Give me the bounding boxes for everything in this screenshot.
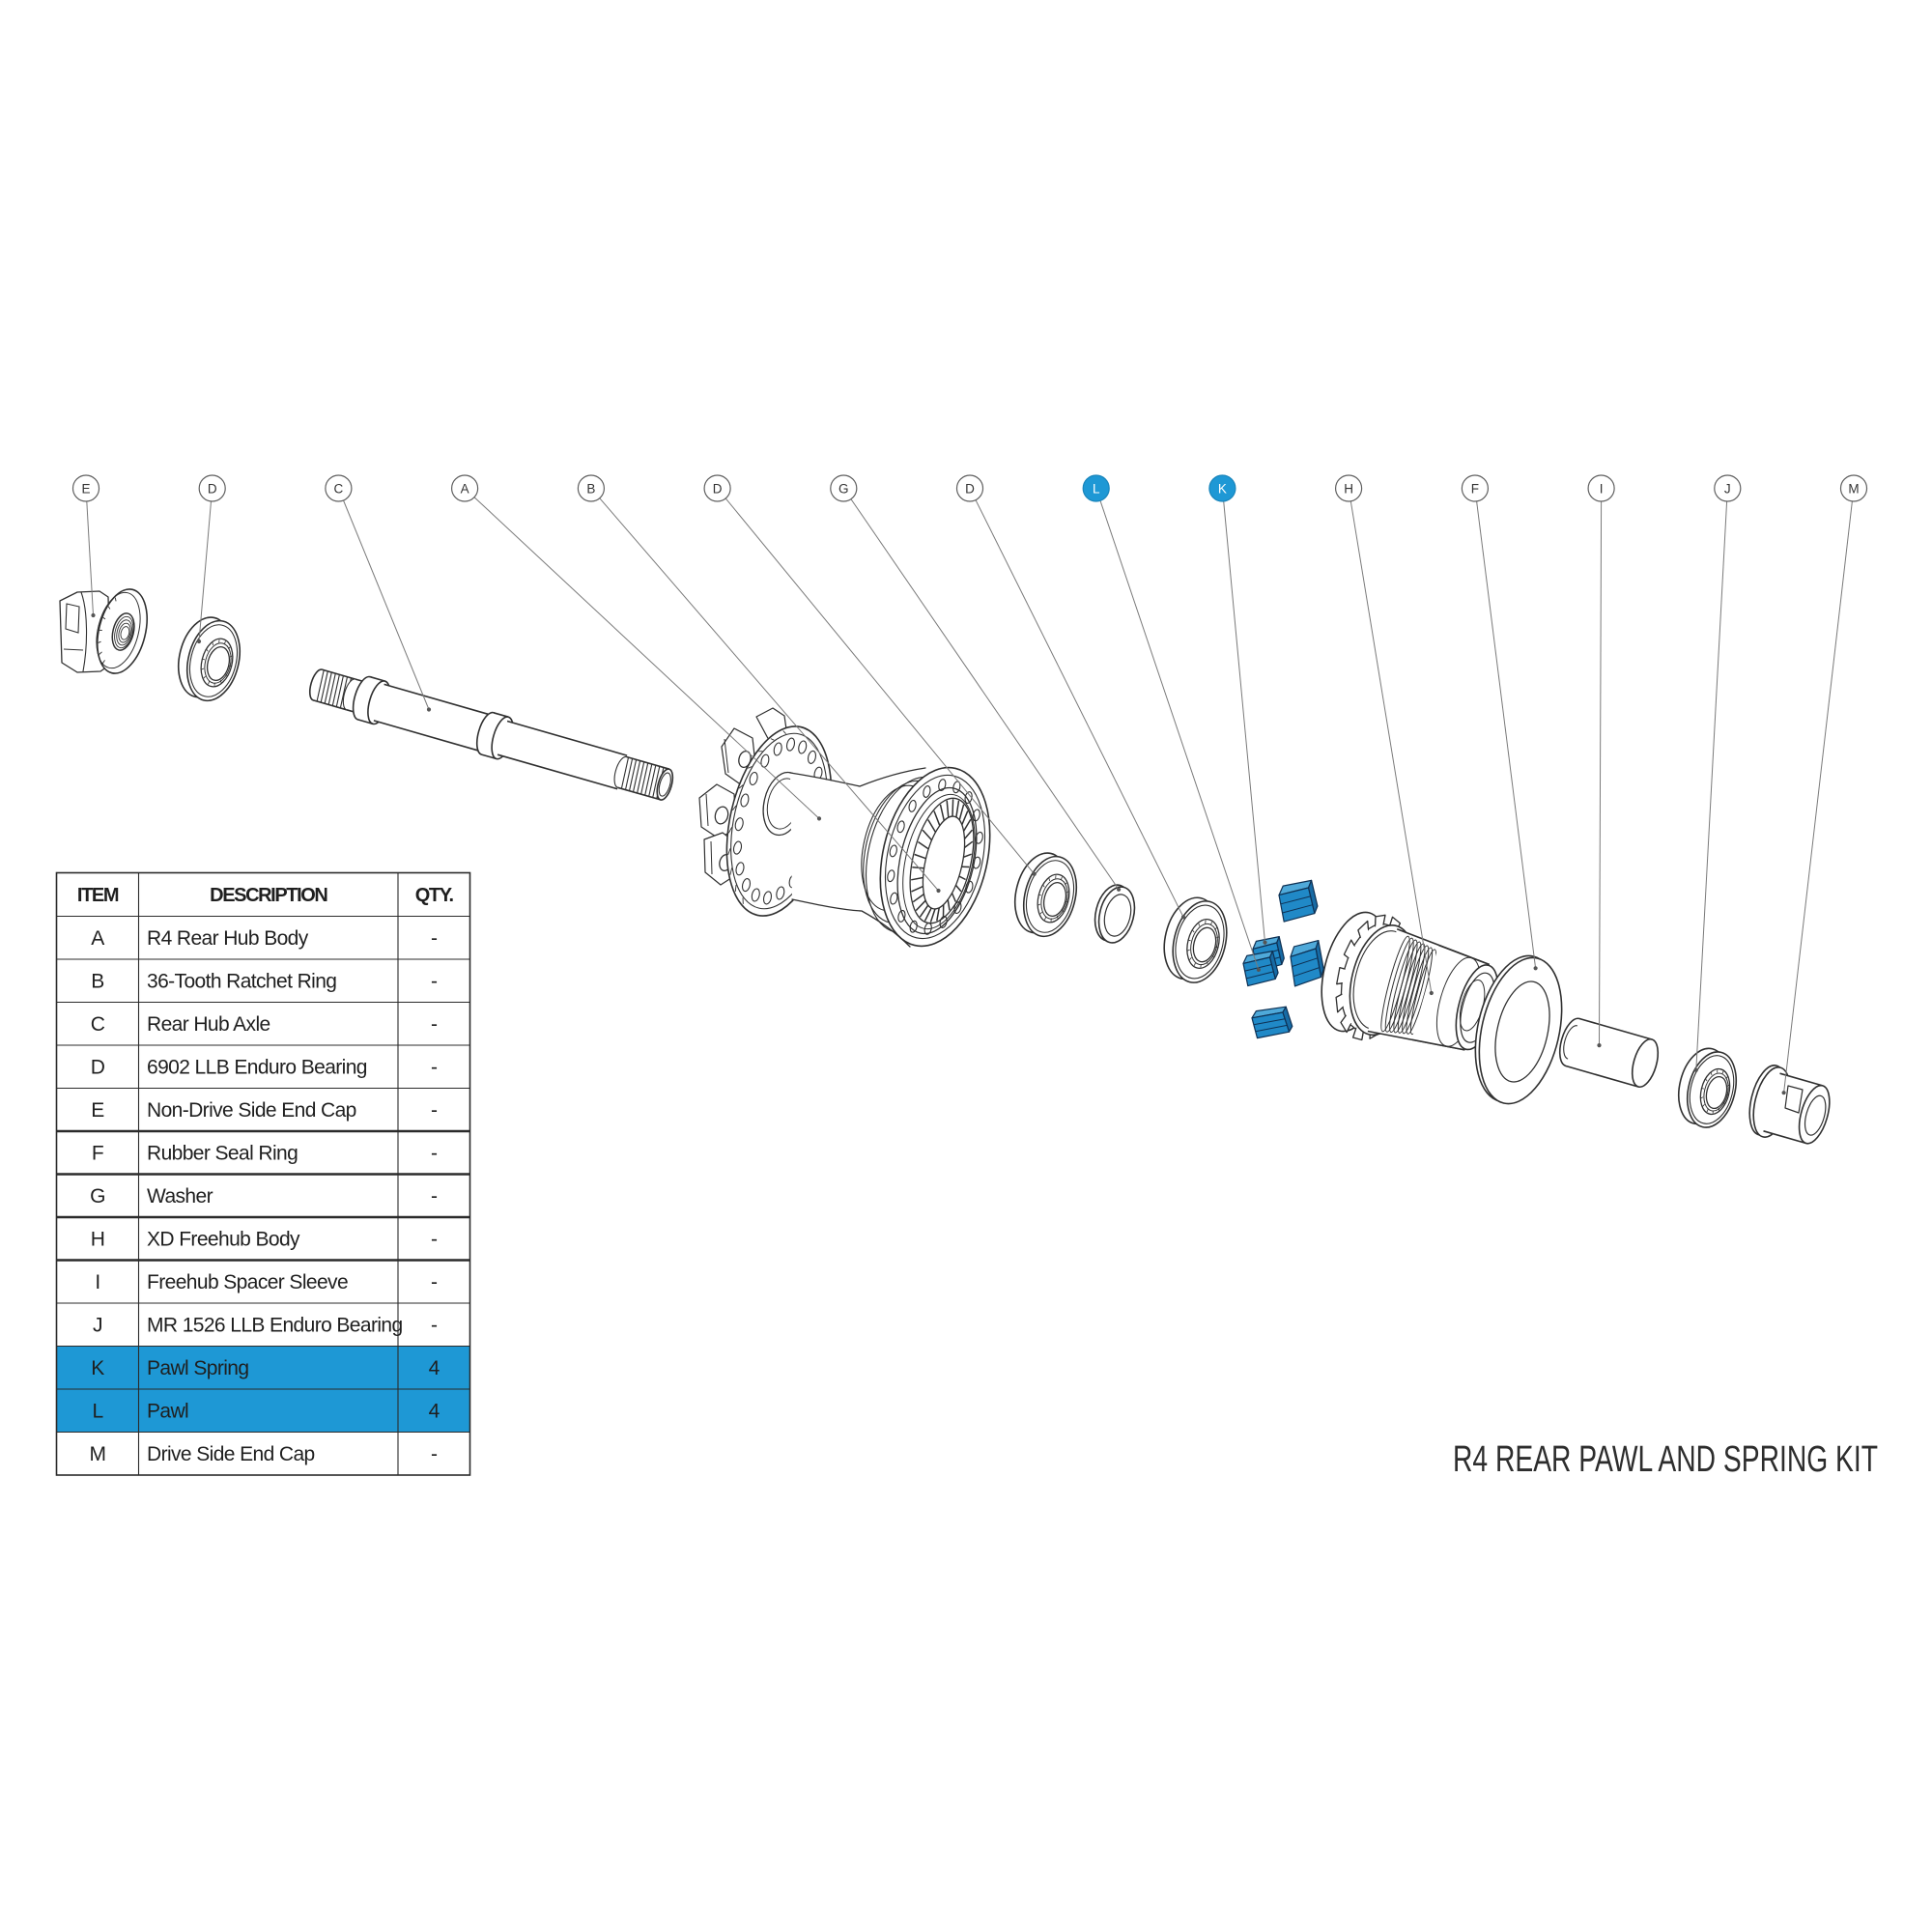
svg-text:D: D [91,1057,105,1079]
svg-text:-: - [431,1013,438,1036]
svg-text:MR 1526 LLB Enduro Bearing: MR 1526 LLB Enduro Bearing [147,1315,403,1337]
svg-text:M: M [1848,481,1859,496]
svg-text:K: K [1218,481,1227,496]
svg-text:XD Freehub Body: XD Freehub Body [147,1229,300,1251]
svg-text:M: M [90,1443,106,1465]
svg-text:-: - [431,971,438,993]
svg-text:-: - [431,1057,438,1079]
svg-text:-: - [431,1099,438,1122]
svg-text:B: B [586,481,595,496]
svg-text:L: L [1093,481,1100,496]
svg-text:J: J [93,1315,102,1337]
svg-text:F: F [1471,481,1479,496]
svg-text:-: - [431,1143,438,1165]
svg-text:D: D [965,481,975,496]
svg-text:-: - [431,1315,438,1337]
svg-text:-: - [431,1271,438,1293]
svg-text:C: C [91,1013,105,1036]
svg-text:4: 4 [429,1357,440,1379]
svg-text:Pawl: Pawl [147,1401,188,1423]
svg-text:DESCRIPTION: DESCRIPTION [210,885,327,906]
svg-text:R4 Rear Hub Body: R4 Rear Hub Body [147,927,309,950]
svg-text:R4 REAR PAWL AND SPRING KIT: R4 REAR PAWL AND SPRING KIT [1453,1439,1878,1480]
svg-text:E: E [91,1099,104,1122]
svg-text:ITEM: ITEM [77,885,119,906]
svg-text:Drive Side End Cap: Drive Side End Cap [147,1443,315,1465]
svg-text:D: D [208,481,217,496]
svg-text:J: J [1724,481,1731,496]
svg-text:D: D [713,481,723,496]
svg-text:Washer: Washer [147,1185,213,1208]
svg-text:36-Tooth Ratchet Ring: 36-Tooth Ratchet Ring [147,971,336,993]
svg-text:I: I [95,1271,99,1293]
svg-text:C: C [334,481,344,496]
svg-text:F: F [92,1143,103,1165]
svg-text:A: A [461,481,469,496]
svg-text:4: 4 [429,1401,440,1423]
svg-text:-: - [431,927,438,950]
svg-text:-: - [431,1185,438,1208]
svg-text:-: - [431,1443,438,1465]
svg-text:Freehub Spacer Sleeve: Freehub Spacer Sleeve [147,1271,348,1293]
svg-text:G: G [838,481,849,496]
svg-text:E: E [81,481,90,496]
svg-text:H: H [1344,481,1353,496]
svg-text:B: B [91,971,103,993]
svg-text:Rear Hub Axle: Rear Hub Axle [147,1013,270,1036]
svg-text:I: I [1600,481,1604,496]
svg-text:Non-Drive Side End Cap: Non-Drive Side End Cap [147,1099,356,1122]
svg-text:H: H [91,1229,105,1251]
svg-text:A: A [91,927,104,950]
svg-text:G: G [90,1185,105,1208]
svg-text:6902 LLB Enduro Bearing: 6902 LLB Enduro Bearing [147,1057,367,1079]
svg-text:-: - [431,1229,438,1251]
svg-text:Rubber Seal Ring: Rubber Seal Ring [147,1143,298,1165]
svg-text:QTY.: QTY. [415,885,454,906]
svg-text:K: K [91,1357,104,1379]
svg-text:Pawl Spring: Pawl Spring [147,1357,248,1379]
svg-text:L: L [92,1401,102,1423]
